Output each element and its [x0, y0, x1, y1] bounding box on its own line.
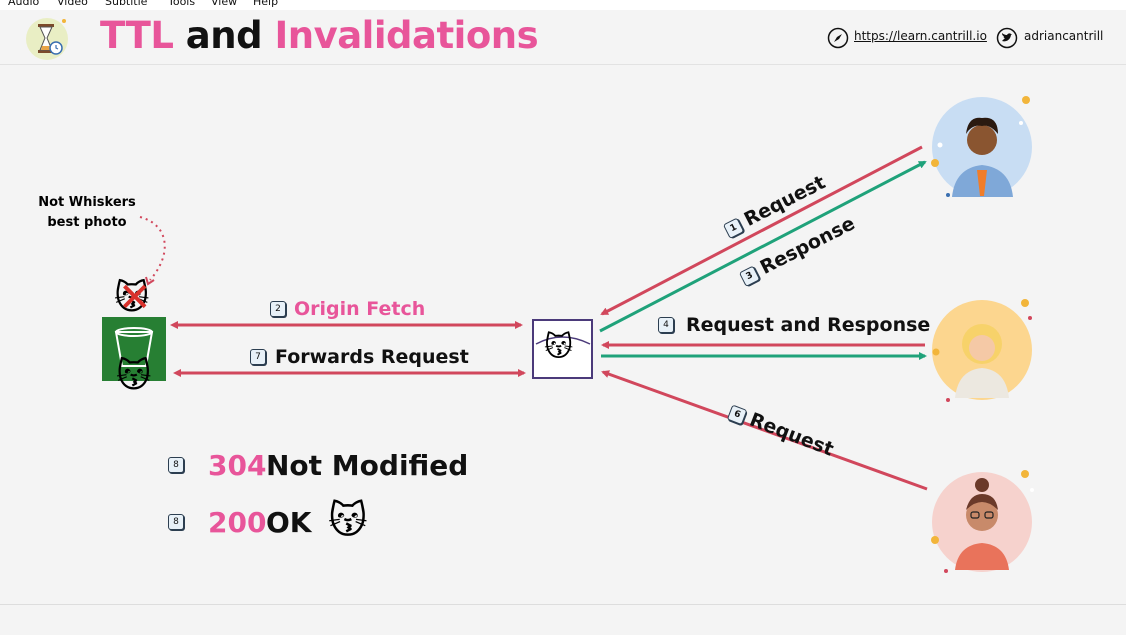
request-1-arrow: [600, 145, 923, 316]
origin-fetch-label: Origin Fetch: [294, 298, 426, 320]
forwards-request-label: Forwards Request: [275, 346, 469, 368]
twitter-handle[interactable]: adriancantrill: [1024, 29, 1104, 43]
menu-help[interactable]: Help: [253, 0, 279, 8]
ok-cat-emoji: 😽: [328, 498, 368, 542]
annotation-line-1: Not Whiskers: [38, 195, 136, 210]
title-ttl: TTL: [100, 14, 174, 57]
request-6-arrow: [601, 370, 928, 491]
website-link[interactable]: https://learn.cantrill.io: [854, 29, 987, 43]
status-code-304: 304: [208, 449, 267, 482]
hourglass-logo-icon: [26, 18, 68, 60]
slide-header: TTL and Invalidations https://learn.cant…: [0, 10, 1126, 65]
compass-icon: [827, 27, 849, 49]
step-badge-8-b: 8: [168, 514, 184, 530]
title-and: and: [185, 14, 263, 57]
twitter-icon: [996, 27, 1018, 49]
cat-emoji-new: 😽: [116, 356, 152, 396]
title-invalidations: Invalidations: [274, 14, 539, 57]
edge-cache-cat-emoji: 😽: [544, 330, 574, 363]
annotation-line-2: best photo: [47, 215, 127, 230]
cat-emoji-old: 😽: [114, 278, 150, 318]
step-badge-2: 2: [270, 301, 286, 317]
menu-audio[interactable]: Audio: [8, 0, 40, 8]
user-avatar-3: [931, 470, 1034, 573]
edge-location-box: [532, 319, 593, 379]
user-avatar-1: [931, 96, 1032, 197]
annotation-pointer-arrow: [139, 216, 166, 281]
status-text-ok: OK: [266, 506, 312, 539]
request-and-response-label: Request and Response: [686, 314, 931, 336]
s3-bucket-icon: [102, 317, 166, 381]
page-title: TTL and Invalidations: [100, 14, 539, 57]
status-text-not-modified: Not Modified: [266, 449, 469, 482]
menu-subtitle[interactable]: Subtitle: [105, 0, 148, 8]
step-badge-8-a: 8: [168, 457, 184, 473]
cross-mark-icon: ✕: [118, 275, 152, 321]
annotation-text: Not Whiskers best photo: [37, 193, 137, 233]
user-avatar-2: [932, 299, 1032, 402]
menu-tools[interactable]: Tools: [168, 0, 196, 8]
edge-location-arc: [535, 336, 591, 345]
annotation-pointer-head: [145, 276, 155, 286]
menu-view[interactable]: View: [211, 0, 238, 8]
response-3-arrow: [599, 160, 927, 333]
menu-video[interactable]: Video: [57, 0, 88, 8]
step-badge-7: 7: [250, 349, 266, 365]
status-code-200: 200: [208, 506, 267, 539]
step-badge-4: 4: [658, 317, 674, 333]
slide-footer: [0, 604, 1126, 635]
